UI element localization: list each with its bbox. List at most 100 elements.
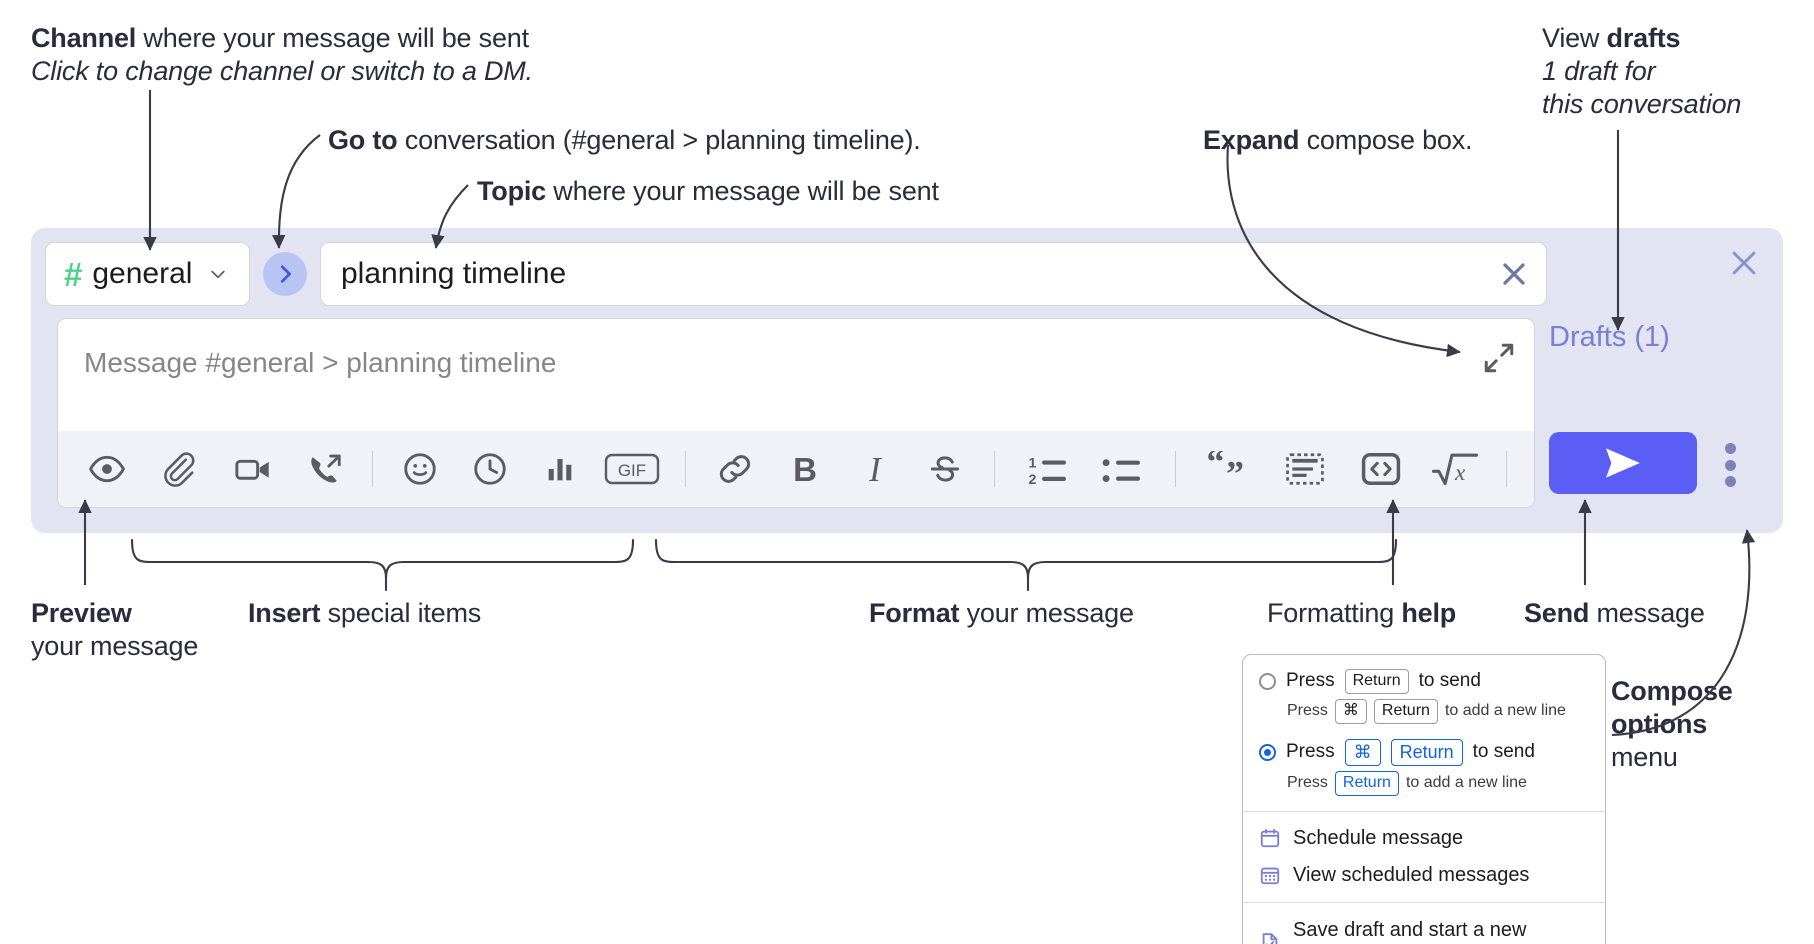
hash-icon: # xyxy=(64,255,83,293)
radio-label-post: to send xyxy=(1418,670,1481,692)
key-return-blue: Return xyxy=(1390,738,1463,766)
radio-button[interactable] xyxy=(1259,672,1276,690)
annotation-channel-bold: Channel xyxy=(31,23,137,53)
gif-icon: GIF xyxy=(604,453,660,485)
video-clip-button[interactable] xyxy=(226,442,280,496)
annotation-goto-rest: conversation (#general > planning timeli… xyxy=(397,125,921,155)
radio-button-selected[interactable] xyxy=(1259,743,1276,761)
annotation-compose-options-bold2: options xyxy=(1611,708,1708,739)
toolbar-divider-3 xyxy=(994,451,995,487)
smiley-icon xyxy=(404,453,436,485)
annotation-preview-line2: your message xyxy=(31,630,199,661)
annotation-expand-rest: compose box. xyxy=(1299,125,1473,155)
go-to-conversation-button[interactable] xyxy=(263,252,307,296)
menu-item-view-scheduled[interactable]: View scheduled messages xyxy=(1243,857,1605,894)
save-draft-icon xyxy=(1262,933,1278,944)
emoji-button[interactable] xyxy=(393,442,447,496)
ordered-list-button[interactable]: 1 2 xyxy=(1017,442,1079,496)
video-camera-icon xyxy=(235,459,269,480)
svg-text:”: ” xyxy=(1226,454,1244,488)
schedule-section: Schedule message View scheduled messages xyxy=(1243,812,1605,902)
link-button[interactable] xyxy=(708,442,762,496)
menu-item-label: Schedule message xyxy=(1293,826,1464,849)
gif-button[interactable]: GIF xyxy=(601,442,663,496)
key-return: Return xyxy=(1344,669,1409,694)
annotation-expand: Expand compose box. xyxy=(1203,124,1473,157)
phone-forward-icon xyxy=(311,454,341,483)
topic-field[interactable]: planning timeline xyxy=(320,242,1547,306)
annotation-drafts: View drafts 1 draft for this conversatio… xyxy=(1542,22,1741,121)
blockquote-button[interactable]: “ ” xyxy=(1198,442,1260,496)
code-block-button[interactable] xyxy=(1274,442,1336,496)
strikethrough-button[interactable] xyxy=(918,442,972,496)
italic-icon: I xyxy=(869,449,881,489)
close-icon[interactable] xyxy=(1727,246,1761,280)
svg-text:GIF: GIF xyxy=(618,461,646,480)
radio-option-return-to-send[interactable]: Press Return to send xyxy=(1243,667,1605,696)
annotation-drafts-line2: 1 draft for xyxy=(1542,55,1656,86)
poll-button[interactable] xyxy=(533,442,587,496)
preview-button[interactable] xyxy=(80,442,134,496)
menu-item-save-draft[interactable]: Save draft and start a new message xyxy=(1243,912,1605,944)
message-input-card[interactable]: Message #general > planning timeline xyxy=(57,318,1535,508)
formatting-help-button[interactable]: ? xyxy=(1527,442,1534,496)
italic-button[interactable]: I xyxy=(848,442,902,496)
annotation-topic: Topic where your message will be sent xyxy=(477,175,939,208)
radio2-label-pre: Press xyxy=(1286,741,1335,763)
radio-option-cmd-return-to-send[interactable]: Press ⌘ Return to send xyxy=(1243,737,1605,768)
more-options-icon[interactable] xyxy=(1719,443,1741,487)
annotation-insert-bold: Insert xyxy=(248,598,321,628)
compose-inner: # general planning timeline xyxy=(45,242,1547,519)
toolbar-divider-5 xyxy=(1506,451,1507,487)
attach-file-button[interactable] xyxy=(154,442,208,496)
ordered-list-icon: 1 2 xyxy=(1029,456,1066,487)
annotation-send: Send message xyxy=(1524,597,1705,630)
annotation-format-bold: Format xyxy=(869,598,960,628)
svg-text:2: 2 xyxy=(1029,472,1037,487)
compose-right-rail: Drafts (1) xyxy=(1535,228,1783,533)
annotation-preview-bold: Preview xyxy=(31,598,132,628)
send-preference-section: Press Return to send Press ⌘ Return to a… xyxy=(1243,655,1605,811)
bold-button[interactable]: B xyxy=(778,442,832,496)
annotation-insert-rest: special items xyxy=(320,598,482,628)
expand-icon[interactable] xyxy=(1482,341,1516,375)
annotation-compose-options-plain: menu xyxy=(1611,741,1678,772)
send-button[interactable] xyxy=(1549,432,1697,494)
radio-label-pre: Press xyxy=(1286,670,1335,692)
formatting-toolbar: GIF B xyxy=(58,431,1534,507)
channel-selector[interactable]: # general xyxy=(45,242,250,306)
quote-icon: “ ” xyxy=(1207,451,1245,488)
annotation-expand-bold: Expand xyxy=(1203,125,1300,155)
chevron-down-icon xyxy=(211,270,226,279)
annotation-topic-bold: Topic xyxy=(477,176,546,206)
radio2-label-post: to send xyxy=(1472,741,1535,763)
toolbar-divider xyxy=(372,451,373,487)
sub-pre: Press xyxy=(1287,702,1328,720)
annotation-channel-italic: Click to change channel or switch to a D… xyxy=(31,55,533,86)
bold-icon: B xyxy=(793,450,817,488)
menu-item-label: Save draft and start a new message xyxy=(1293,918,1527,944)
annotation-send-bold: Send xyxy=(1524,598,1590,628)
close-icon[interactable] xyxy=(1496,256,1532,292)
svg-text:1: 1 xyxy=(1029,456,1037,472)
svg-text:x: x xyxy=(1454,459,1466,485)
message-placeholder: Message #general > planning timeline xyxy=(84,347,557,378)
link-icon xyxy=(719,455,751,483)
annotation-drafts-plain: View xyxy=(1542,23,1607,53)
key-return-blue-2: Return xyxy=(1334,770,1399,796)
audio-clip-button[interactable] xyxy=(298,442,352,496)
annotation-topic-rest: where your message will be sent xyxy=(546,176,939,206)
bulleted-list-button[interactable] xyxy=(1091,442,1153,496)
menu-item-schedule-message[interactable]: Schedule message xyxy=(1243,820,1605,857)
annotation-format-rest: your message xyxy=(959,598,1134,628)
annotation-insert: Insert special items xyxy=(248,597,481,630)
math-button[interactable]: x xyxy=(1424,442,1486,496)
eye-icon xyxy=(89,455,125,483)
menu-item-label: View scheduled messages xyxy=(1293,863,1530,886)
annotation-preview: Preview your message xyxy=(31,597,198,663)
code-snippet-button[interactable] xyxy=(1350,442,1412,496)
code-block-icon xyxy=(1286,453,1324,485)
toolbar-divider-2 xyxy=(685,451,686,487)
reminder-button[interactable] xyxy=(463,442,517,496)
drafts-link[interactable]: Drafts (1) xyxy=(1549,321,1670,353)
